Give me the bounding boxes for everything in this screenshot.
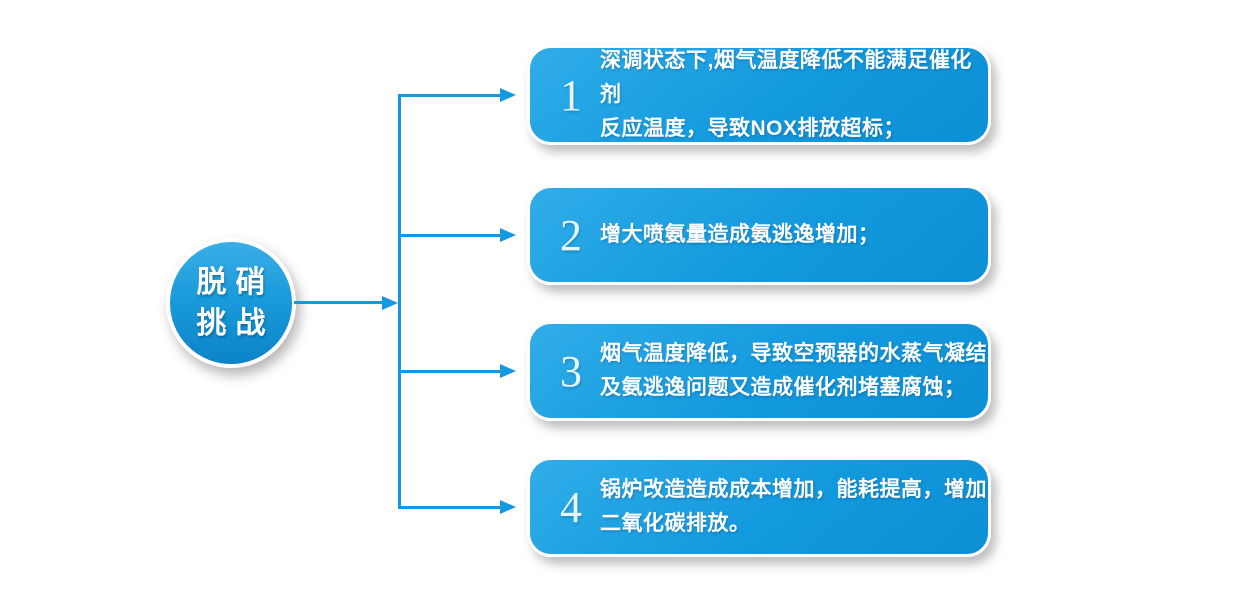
challenge-number: 2: [560, 210, 582, 260]
challenge-box-3: 3 烟气温度降低，导致空预器的水蒸气凝结 及氨逃逸问题又造成催化剂堵塞腐蚀；: [527, 321, 991, 421]
challenge-box-2: 2 增大喷氨量造成氨逃逸增加；: [527, 185, 991, 285]
connector-trunk-line: [398, 94, 401, 509]
challenge-text: 锅炉改造造成成本增加，能耗提高，增加 二氧化碳排放。: [600, 478, 987, 535]
root-node-circle: 脱硝 挑战: [166, 238, 296, 368]
challenge-box-4: 4 锅炉改造造成成本增加，能耗提高，增加 二氧化碳排放。: [527, 457, 991, 557]
connector-root-arrowhead-icon: [382, 296, 398, 310]
connector-branch-4-arrowhead-icon: [500, 500, 516, 514]
challenge-number: 3: [560, 346, 582, 396]
challenge-number: 4: [560, 482, 582, 532]
connector-branch-2-line: [400, 234, 500, 237]
challenge-number: 1: [560, 70, 582, 120]
connector-branch-4-line: [400, 506, 500, 509]
connector-branch-3-line: [400, 370, 500, 373]
root-node-label: 脱硝 挑战: [196, 266, 275, 340]
connector-branch-2-arrowhead-icon: [500, 228, 516, 242]
challenge-text: 烟气温度降低，导致空预器的水蒸气凝结 及氨逃逸问题又造成催化剂堵塞腐蚀；: [600, 342, 987, 399]
challenge-text: 增大喷氨量造成氨逃逸增加；: [600, 223, 880, 246]
connector-branch-1-line: [400, 94, 500, 97]
challenge-text: 深调状态下,烟气温度降低不能满足催化剂 反应温度，导致NOX排放超标；: [600, 49, 972, 140]
connector-root-line: [294, 301, 382, 304]
connector-branch-1-arrowhead-icon: [500, 88, 516, 102]
challenge-box-1: 1 深调状态下,烟气温度降低不能满足催化剂 反应温度，导致NOX排放超标；: [527, 45, 991, 145]
connector-branch-3-arrowhead-icon: [500, 364, 516, 378]
